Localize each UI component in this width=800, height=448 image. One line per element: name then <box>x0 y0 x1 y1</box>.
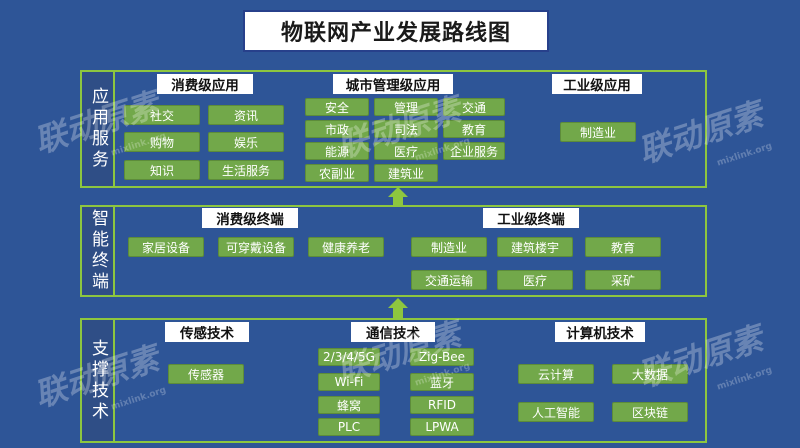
support-chip-plc: PLC <box>318 418 380 436</box>
app-chip-social: 社交 <box>124 105 200 125</box>
support-chip-cellular: 蜂窝 <box>318 396 380 414</box>
app-chip-justice: 司法 <box>374 120 438 138</box>
terminal-chip-transport: 交通运输 <box>411 270 487 290</box>
app-chip-life-services: 生活服务 <box>208 160 284 180</box>
arrow-terminal-to-app-shaft <box>393 196 403 206</box>
sensing-tech-heading: 传感技术 <box>165 322 249 342</box>
terminal-chip-wearables: 可穿戴设备 <box>218 237 294 257</box>
terminal-chip-medical: 医疗 <box>497 270 573 290</box>
watermark-sub: mixlink.org <box>715 141 774 169</box>
terminal-chip-home-devices: 家居设备 <box>128 237 204 257</box>
diagram-title: 物联网产业发展路线图 <box>243 10 549 52</box>
arrow-support-to-terminal-shaft <box>393 307 403 319</box>
support-layer-side-label: 支撑技术 <box>82 320 115 441</box>
app-chip-agriculture: 农副业 <box>305 164 369 182</box>
support-chip-cellular-gen: 2/3/4/5G <box>318 348 380 366</box>
app-chip-municipal: 市政 <box>305 120 369 138</box>
support-chip-zigbee: Zig-Bee <box>410 348 474 366</box>
support-chip-sensor: 传感器 <box>168 364 244 384</box>
app-chip-traffic: 交通 <box>443 98 505 116</box>
industrial-terminal-heading: 工业级终端 <box>483 208 579 228</box>
app-chip-manufacturing: 制造业 <box>560 122 636 142</box>
support-chip-big-data: 大数据 <box>612 364 688 384</box>
arrow-terminal-to-app-head <box>388 187 408 197</box>
support-chip-ai: 人工智能 <box>518 402 594 422</box>
app-chip-energy: 能源 <box>305 142 369 160</box>
app-chip-education: 教育 <box>443 120 505 138</box>
support-layer: 支撑技术 <box>80 318 707 443</box>
terminal-chip-buildings: 建筑楼宇 <box>497 237 573 257</box>
terminal-layer: 智能终端 <box>80 205 707 297</box>
terminal-chip-mining: 采矿 <box>585 270 661 290</box>
city-app-heading: 城市管理级应用 <box>333 74 453 94</box>
app-chip-news: 资讯 <box>208 105 284 125</box>
industrial-app-heading: 工业级应用 <box>552 74 642 94</box>
terminal-chip-health-elderly: 健康养老 <box>308 237 384 257</box>
terminal-chip-education: 教育 <box>585 237 661 257</box>
support-chip-lpwa: LPWA <box>410 418 474 436</box>
app-chip-entertainment: 娱乐 <box>208 132 284 152</box>
support-chip-cloud: 云计算 <box>518 364 594 384</box>
app-chip-construction: 建筑业 <box>374 164 438 182</box>
app-chip-enterprise-services: 企业服务 <box>443 142 505 160</box>
watermark-sub: mixlink.org <box>715 365 774 393</box>
app-chip-shopping: 购物 <box>124 132 200 152</box>
consumer-app-heading: 消费级应用 <box>157 74 253 94</box>
terminal-layer-side-label: 智能终端 <box>82 207 115 295</box>
terminal-chip-manufacturing: 制造业 <box>411 237 487 257</box>
app-chip-knowledge: 知识 <box>124 160 200 180</box>
arrow-support-to-terminal-head <box>388 298 408 308</box>
comm-tech-heading: 通信技术 <box>351 322 435 342</box>
app-chip-management: 管理 <box>374 98 438 116</box>
app-chip-safety: 安全 <box>305 98 369 116</box>
consumer-terminal-heading: 消费级终端 <box>202 208 298 228</box>
support-chip-bluetooth: 蓝牙 <box>410 373 474 391</box>
app-chip-medical: 医疗 <box>374 142 438 160</box>
support-chip-wifi: Wi-Fi <box>318 373 380 391</box>
app-layer-side-label: 应用服务 <box>82 72 115 186</box>
support-chip-blockchain: 区块链 <box>612 402 688 422</box>
computing-tech-heading: 计算机技术 <box>555 322 645 342</box>
support-chip-rfid: RFID <box>410 396 474 414</box>
